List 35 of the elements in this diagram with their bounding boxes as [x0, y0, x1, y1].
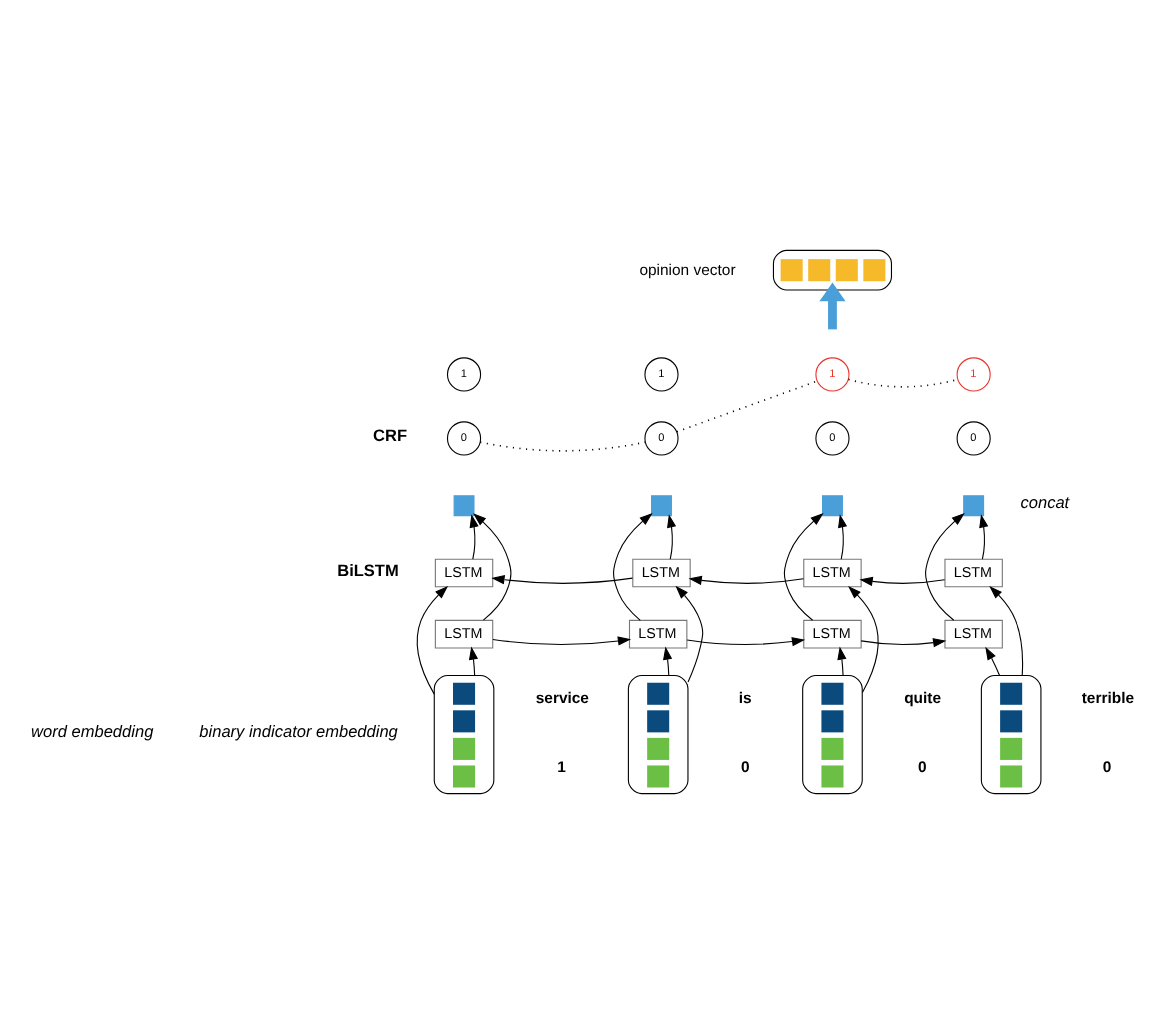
arrow [819, 281, 846, 329]
node-box [963, 494, 985, 516]
arrow [985, 645, 1001, 676]
node-box [651, 494, 672, 516]
node-box [980, 674, 1042, 794]
arrow [675, 584, 704, 682]
arrow [469, 513, 479, 559]
connector [847, 377, 959, 387]
arrow [663, 645, 673, 676]
arrow [667, 513, 677, 559]
arrow [837, 645, 847, 676]
node-box [822, 494, 843, 516]
node-box [453, 494, 475, 516]
connector [479, 440, 647, 451]
arrow [492, 635, 632, 645]
node-box [433, 674, 495, 794]
arrow [979, 513, 989, 559]
arrow [686, 635, 806, 646]
arrow [491, 574, 634, 584]
arrow [859, 575, 946, 585]
arrow [783, 511, 824, 620]
arrow [613, 511, 653, 620]
arrow [473, 512, 512, 620]
node-box [627, 674, 689, 794]
arrow [416, 584, 449, 694]
arrow [860, 637, 947, 647]
arrow [468, 645, 479, 676]
connector [676, 379, 818, 432]
arrow [838, 513, 848, 559]
arrow [989, 585, 1024, 675]
node-box [772, 248, 892, 290]
node-box [802, 674, 863, 794]
arrow [688, 574, 805, 584]
arrow [848, 585, 879, 693]
arrow [925, 511, 965, 620]
